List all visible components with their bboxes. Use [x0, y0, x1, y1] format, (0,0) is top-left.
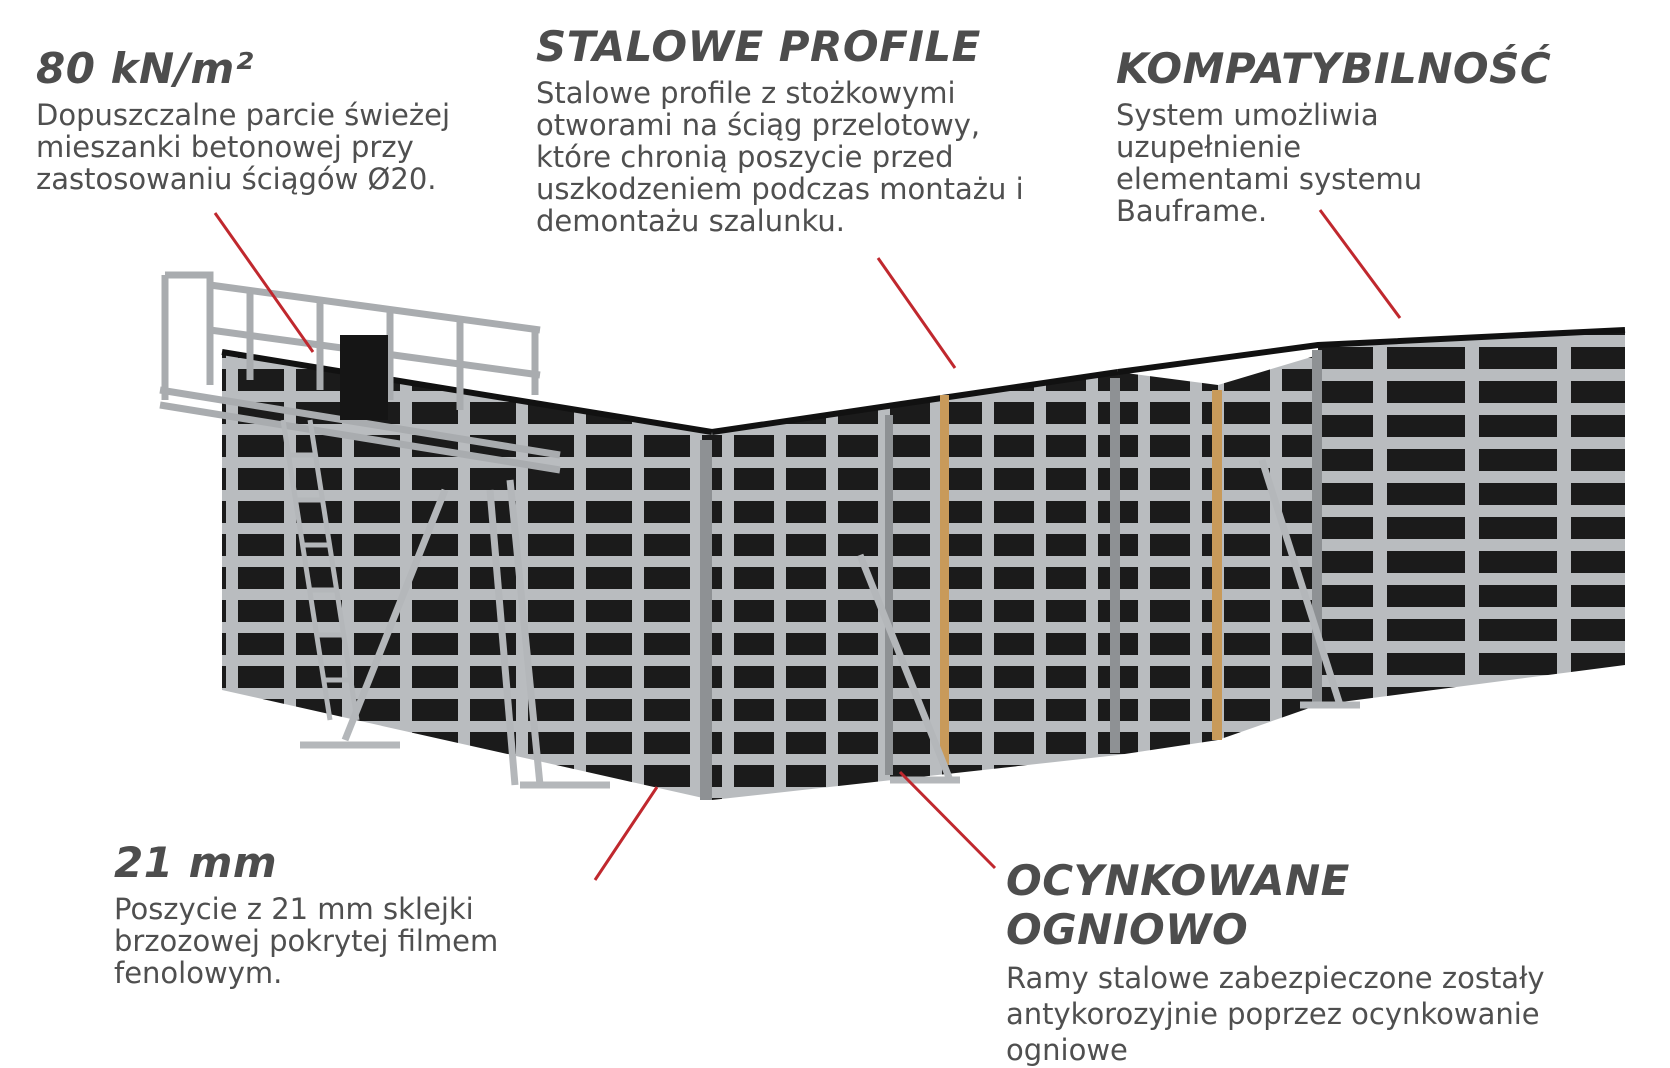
push-pull-props [300, 458, 1360, 789]
leader-line-profiles [876, 257, 957, 369]
profiles-text: Stalowe profile z stożkowymi otworami na… [536, 76, 1024, 238]
access-ladder [280, 419, 360, 721]
callout-galvanized: OCYNKOWANE OGNIOWO Ramy stalowe zabezpie… [1006, 856, 1606, 1068]
callout-pressure: 80 kN/m² Dopuszczalne parcie świeżej mie… [36, 44, 506, 195]
corner-return-panel [1218, 355, 1318, 740]
middle-wall-panel [712, 372, 1118, 800]
middle-wall-top-edge [711, 369, 1119, 435]
corner-recess-panel [1118, 372, 1218, 755]
galvanized-title: OCYNKOWANE OGNIOWO [1006, 856, 1350, 954]
callout-compat: KOMPATYBILNOŚĆ System umożliwia uzupełni… [1116, 44, 1552, 228]
plywood-text: Poszycie z 21 mm sklejki brzozowej pokry… [114, 892, 499, 990]
callout-profiles: STALOWE PROFILE Stalowe profile z stożko… [536, 22, 1056, 237]
galvanized-text: Ramy stalowe zabezpieczone zostały antyk… [1006, 961, 1545, 1067]
compat-text: System umożliwia uzupełnienie elementami… [1116, 98, 1423, 228]
timber-filler-strip [940, 395, 949, 765]
right-wall-panel [1318, 330, 1625, 705]
left-wall-panel [222, 352, 712, 800]
leader-line-pressure [213, 212, 315, 353]
platform-access-hatch [340, 335, 388, 420]
plywood-title: 21 mm [114, 838, 278, 887]
pressure-text: Dopuszczalne parcie świeżej mieszanki be… [36, 98, 451, 196]
leader-lines [213, 209, 1402, 881]
leader-line-compat [1318, 209, 1402, 319]
leader-line-plywood [593, 786, 659, 881]
wedge-clamps [700, 350, 1322, 800]
callout-plywood: 21 mm Poszycie z 21 mm sklejki brzozowej… [114, 838, 564, 989]
pressure-title: 80 kN/m² [36, 44, 254, 93]
right-wall-top-edge [1117, 327, 1626, 375]
compat-title: KOMPATYBILNOŚĆ [1116, 44, 1552, 93]
left-wall-top-edge [221, 349, 713, 435]
profiles-title: STALOWE PROFILE [536, 22, 981, 71]
leader-line-galvanized [898, 770, 997, 870]
timber-filler-strip-2 [1212, 390, 1222, 740]
